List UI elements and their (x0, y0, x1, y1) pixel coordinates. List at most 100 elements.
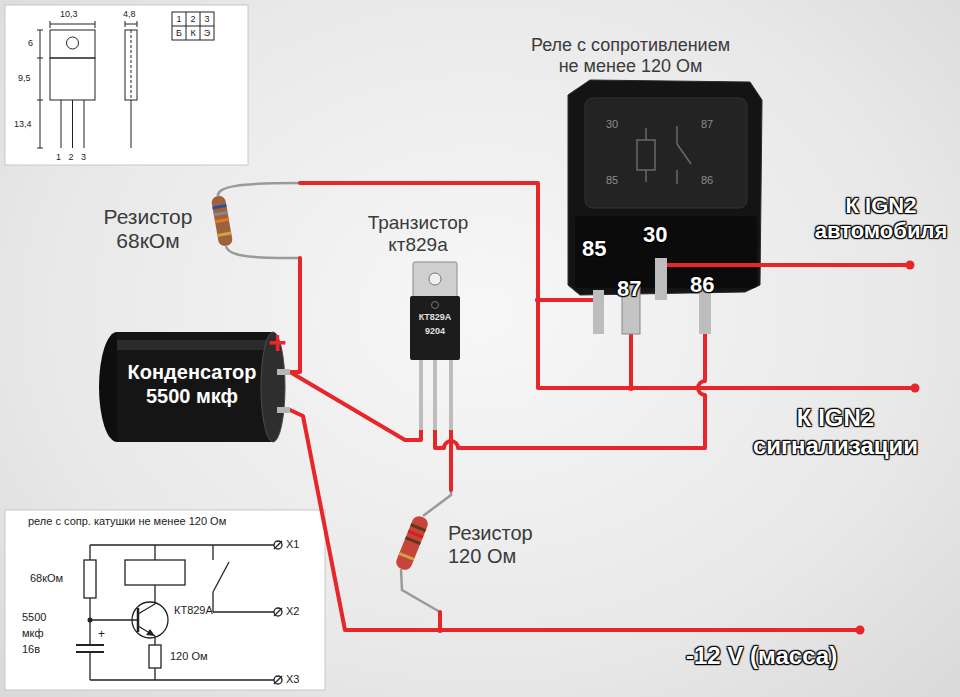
pin-number: 86 (690, 272, 714, 297)
relay-body-shape (565, 78, 765, 334)
schematic-inset (213, 562, 229, 592)
pin-name: К (186, 28, 200, 38)
transistor-body-shape (433, 360, 437, 430)
schematic-inset (274, 541, 282, 549)
pinout-inset (37, 12, 214, 148)
schematic-note: реле с сопр. катушки не менее 120 Ом (28, 515, 226, 528)
terminal-name: X2 (286, 605, 299, 618)
component-value: 120 Ом (170, 650, 208, 663)
part-marking: 9204 (410, 326, 460, 336)
schematic-inset (137, 608, 140, 632)
schematic-inset (274, 608, 282, 616)
pinout-inset (37, 30, 43, 31)
pinout-inset (37, 148, 43, 149)
resistor-symbol (401, 569, 440, 612)
transistor-body: КТ829А 9204 (405, 262, 465, 430)
resistor-symbol (215, 218, 229, 223)
capacitor-body-shape (277, 369, 290, 375)
schematic-inset (274, 608, 282, 616)
resistor-symbol (394, 514, 430, 572)
relay-body-shape (676, 170, 678, 184)
schematic-inset (274, 541, 282, 549)
relay-body: 30878586 (565, 78, 765, 334)
schematic-inset (154, 668, 155, 680)
pinout-inset (131, 30, 132, 100)
schematic-inset (146, 629, 155, 636)
resistor-symbol (218, 183, 300, 197)
pin-marking: 30 (597, 118, 627, 131)
resistor-symbol (423, 490, 451, 516)
pinout-inset (125, 24, 137, 25)
relay-body-shape (585, 98, 747, 208)
wire-dot (628, 385, 634, 391)
dimension: 13,4 (14, 119, 32, 129)
wire-dot (911, 384, 920, 393)
transistor-body-shape (405, 262, 465, 430)
resistor-symbol (226, 246, 300, 258)
schematic-inset (89, 652, 90, 680)
schematic-inset (212, 545, 213, 560)
resistor-symbol (399, 552, 415, 561)
schematic-inset (5, 510, 325, 690)
schematic-inset (138, 626, 155, 645)
transistor-body-shape (410, 296, 460, 360)
relay-body-shape (645, 128, 647, 140)
pin-number: 87 (617, 276, 641, 301)
wire-dot (535, 297, 541, 303)
pinout-inset (137, 21, 138, 27)
resistor-symbol (212, 204, 226, 209)
schematic-inset (76, 541, 282, 684)
pinout-inset (37, 58, 43, 59)
resistor-symbol (211, 195, 233, 247)
schematic-inset (154, 545, 155, 560)
schematic-inset (76, 644, 104, 646)
terminal-name: X1 (286, 538, 299, 551)
wire (629, 334, 633, 388)
component-value: 5500 мкф 16в (22, 610, 60, 658)
schematic-inset (88, 618, 93, 623)
pinout-inset (61, 100, 62, 148)
pinout-inset (131, 100, 132, 148)
part-marking: КТ829А (410, 312, 460, 322)
part-label: Конденсатор 5500 мкф (117, 360, 267, 408)
pinout-inset (125, 30, 137, 100)
pinout-inset (5, 5, 248, 165)
terminal-label: К IGN2 сигнализации (728, 404, 943, 459)
terminal-label: -12 V (масса) (686, 642, 837, 670)
pinout-inset (172, 12, 214, 40)
wire-dot (437, 627, 443, 633)
part-label: Транзистор кт829а (358, 212, 478, 256)
pinout-inset (50, 21, 51, 28)
polarity-mark: + (268, 326, 287, 358)
transistor-body-shape (449, 360, 453, 430)
pinout-inset (40, 30, 41, 148)
pinout-inset (50, 58, 95, 100)
wire-connector (435, 334, 705, 448)
pin-number: 30 (643, 222, 667, 247)
capacitor-body-shape (117, 340, 273, 350)
part-label: Резистор 120 Ом (448, 522, 560, 568)
wire-dot (856, 626, 865, 635)
pinout-inset (125, 21, 126, 27)
schematic-inset (125, 560, 185, 585)
relay-body-shape (655, 258, 667, 300)
transistor-body-shape (419, 360, 423, 430)
component-value: КТ829А (174, 604, 213, 617)
resistor-symbol (394, 514, 430, 572)
terminal-name: X3 (286, 673, 299, 686)
schematic-inset (149, 645, 161, 668)
relay-caption: Реле с сопротивлением не менее 120 Ом (523, 35, 738, 76)
wire-connector (290, 372, 421, 440)
resistor-symbol (410, 523, 426, 532)
relay-body-shape (637, 126, 691, 184)
dimension: 6 (28, 38, 33, 48)
pinout-inset (67, 37, 79, 49)
resistor-symbol (211, 183, 300, 258)
pin-name: Б (172, 28, 186, 38)
capacitor-body-shape (117, 332, 273, 442)
wire (290, 258, 300, 372)
schematic-inset (90, 619, 138, 620)
relay-body-shape (667, 263, 765, 267)
schematic-inset (5, 510, 325, 690)
